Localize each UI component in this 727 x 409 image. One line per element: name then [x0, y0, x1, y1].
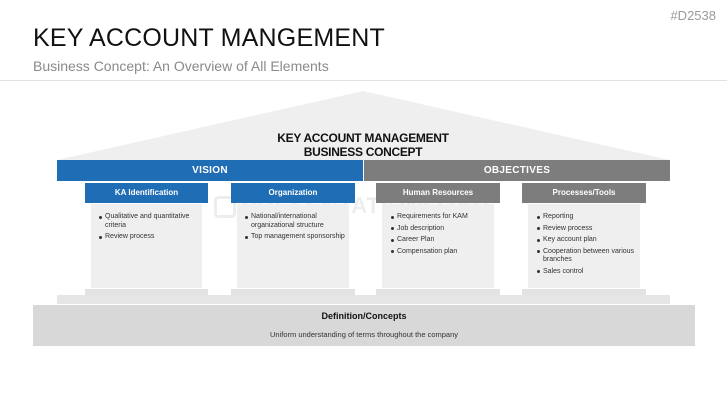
column-list-ka-identification: Qualitative and quantitative criteria Re… — [99, 213, 199, 245]
list-item: Review process — [99, 233, 199, 242]
column-body-organization — [237, 204, 349, 288]
list-item: Career Plan — [391, 236, 493, 245]
page-title: KEY ACCOUNT MANGEMENT — [33, 24, 385, 52]
roof-title-line2: BUSINESS CONCEPT — [303, 145, 423, 159]
roof-title: KEY ACCOUNT MANAGEMENT BUSINESS CONCEPT — [240, 131, 486, 159]
foundation-text: Uniform understanding of terms throughou… — [269, 330, 459, 339]
slide-id: #D2538 — [670, 8, 716, 23]
column-body-processes-tools — [528, 204, 640, 288]
column-header-human-resources: Human Resources — [376, 183, 500, 203]
column-header-processes-tools: Processes/Tools — [522, 183, 646, 203]
list-item: Cooperation between various branches — [537, 248, 639, 265]
page-subtitle: Business Concept: An Overview of All Ele… — [33, 58, 329, 74]
list-item: Requirements for KAM — [391, 213, 493, 222]
column-list-processes-tools: Reporting Review process Key account pla… — [537, 213, 639, 279]
list-item: Reporting — [537, 213, 639, 222]
list-item: Top management sponsorship — [245, 233, 347, 242]
roof-title-line1: KEY ACCOUNT MANAGEMENT — [277, 131, 449, 145]
column-base — [231, 289, 355, 295]
list-item: Review process — [537, 225, 639, 234]
list-item: Key account plan — [537, 236, 639, 245]
foundation-step — [57, 295, 670, 304]
foundation-block — [33, 305, 695, 346]
list-item: Qualitative and quantitative criteria — [99, 213, 199, 230]
watermark-logo-icon — [214, 196, 236, 219]
list-item: Compensation plan — [391, 248, 493, 257]
column-base — [376, 289, 500, 295]
vision-band: VISION — [57, 160, 363, 181]
header-divider — [0, 80, 727, 81]
column-body-human-resources — [382, 204, 494, 288]
list-item: Sales control — [537, 268, 639, 277]
column-body-ka-identification — [91, 204, 202, 288]
foundation-title: Definition/Concepts — [321, 311, 407, 321]
column-base — [522, 289, 646, 295]
column-header-ka-identification: KA Identification — [85, 183, 208, 203]
objectives-band: OBJECTIVES — [364, 160, 670, 181]
column-list-human-resources: Requirements for KAM Job description Car… — [391, 213, 493, 259]
list-item: National/international organizational st… — [245, 213, 347, 230]
column-header-organization: Organization — [231, 183, 355, 203]
column-base — [85, 289, 208, 295]
list-item: Job description — [391, 225, 493, 234]
column-list-organization: National/international organizational st… — [245, 213, 347, 245]
